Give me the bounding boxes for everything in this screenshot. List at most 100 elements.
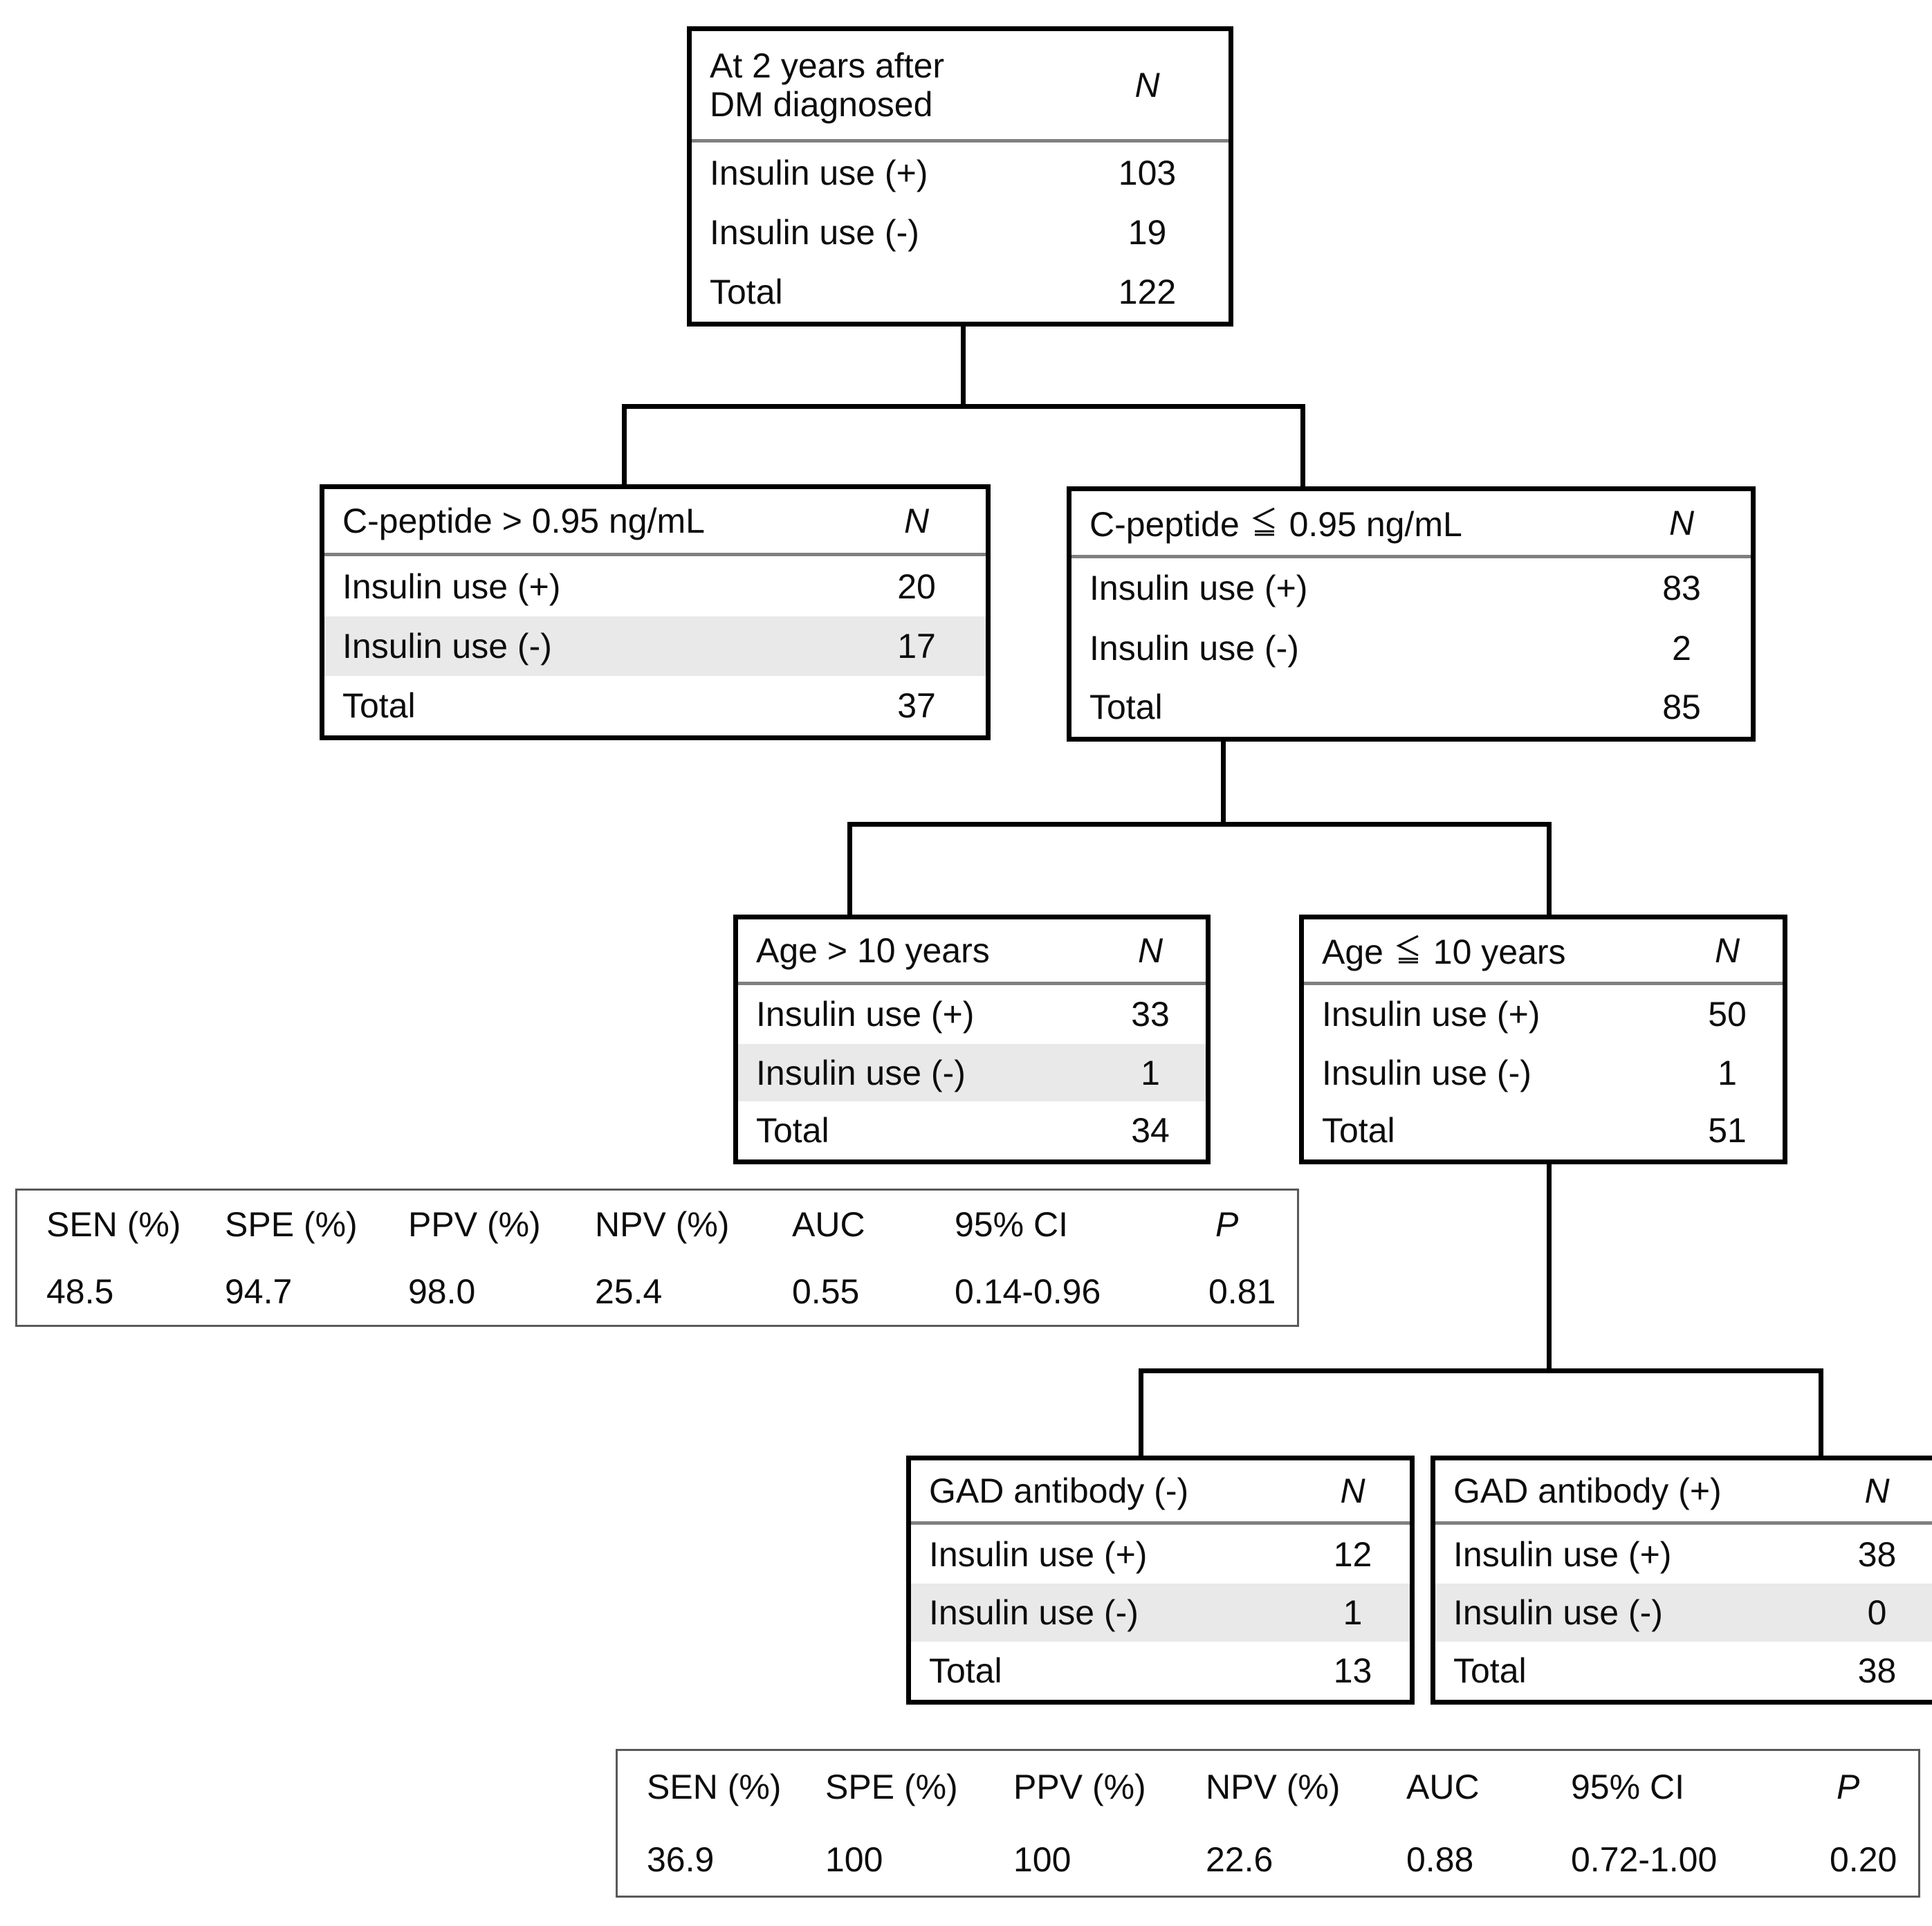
node-cpeptide-lessequal-n-header: N: [1612, 491, 1751, 558]
table-row: Age > 10 years N: [738, 919, 1206, 985]
table-row: Insulin use (+) 20: [324, 555, 986, 617]
node-cpeptide-lessequal[interactable]: C-peptide 0.95 ng/mL N Insulin use (+) 8…: [1067, 486, 1756, 742]
table-row: GAD antibody (-) N: [911, 1460, 1410, 1525]
stats-gad-value-spe: 100: [825, 1840, 883, 1879]
connector-level1-left-drop: [622, 404, 627, 486]
table-row: Insulin use (-) 0: [1435, 1584, 1932, 1642]
node-age-greater-row2-value: 34: [1131, 1111, 1170, 1150]
node-age-lessequal-title-pre: Age: [1322, 932, 1383, 971]
node-gad-negative-row2-label: Total: [929, 1651, 1002, 1691]
table-row: Insulin use (-) 17: [324, 616, 986, 677]
stats-cpeptide-header-spe: SPE (%): [225, 1204, 358, 1244]
node-cpeptide-lessequal-title-pre: C-peptide: [1089, 504, 1240, 544]
stats-cpeptide-header-ci: 95% CI: [955, 1204, 1068, 1244]
table-row: Insulin use (-) 2: [1071, 618, 1751, 678]
table-row: GAD antibody (+) N: [1435, 1460, 1932, 1525]
stats-gad-header-npv: NPV (%): [1206, 1768, 1341, 1807]
table-row: Age 10 years N: [1304, 919, 1783, 985]
table-row: Total 122: [692, 262, 1229, 322]
stats-table-cpeptide: SEN (%) SPE (%) PPV (%) NPV (%) AUC 95% …: [15, 1189, 1299, 1327]
node-age-greater-row1-label: Insulin use (-): [738, 1043, 1095, 1102]
node-age-greater-row2-label: Total: [756, 1111, 829, 1150]
table-row: Insulin use (+) 83: [1071, 557, 1751, 618]
node-root-title: At 2 years after DM diagnosed: [692, 31, 1066, 143]
table-row: Insulin use (-) 19: [692, 203, 1229, 262]
table-row: Insulin use (+) 12: [911, 1523, 1410, 1584]
node-gad-positive-row2-label: Total: [1453, 1651, 1527, 1691]
node-cpeptide-lessequal-row2-label: Total: [1089, 688, 1163, 727]
stats-gad-value-auc: 0.88: [1406, 1840, 1474, 1879]
node-root[interactable]: At 2 years after DM diagnosed N Insulin …: [687, 26, 1233, 327]
node-root-row2-value: 122: [1118, 273, 1177, 312]
node-root-title-line1: At 2 years after: [710, 46, 945, 85]
node-age-greater-row1-value: 1: [1095, 1043, 1206, 1102]
connector-level3-bar: [1139, 1368, 1823, 1373]
connector-root-stem: [961, 327, 966, 408]
node-age-greater[interactable]: Age > 10 years N Insulin use (+) 33 Insu…: [733, 915, 1211, 1164]
node-gad-negative-title: GAD antibody (-): [911, 1460, 1296, 1525]
node-age-lessequal-row1-label: Insulin use (-): [1322, 1053, 1531, 1092]
stats-cpeptide-value-ci: 0.14-0.96: [955, 1272, 1101, 1311]
stats-gad-header-auc: AUC: [1406, 1768, 1480, 1807]
node-cpeptide-lessequal-row1-value: 2: [1672, 628, 1691, 668]
stats-gad-header-sen: SEN (%): [647, 1768, 782, 1807]
node-cpeptide-greater-n-header: N: [847, 489, 986, 556]
table-row: Insulin use (-) 1: [738, 1043, 1206, 1102]
node-age-greater-n-header: N: [1095, 919, 1206, 985]
node-cpeptide-greater-row0-value: 20: [897, 567, 936, 606]
stats-cpeptide-value-auc: 0.55: [792, 1272, 860, 1311]
stats-cpeptide-header-ppv: PPV (%): [408, 1204, 541, 1244]
node-gad-positive[interactable]: GAD antibody (+) N Insulin use (+) 38 In…: [1430, 1456, 1932, 1705]
node-gad-positive-row1-label: Insulin use (-): [1435, 1584, 1820, 1642]
node-age-lessequal-row2-label: Total: [1322, 1111, 1395, 1150]
table-row: Total 51: [1304, 1101, 1783, 1159]
node-root-row1-label: Insulin use (-): [710, 213, 919, 253]
node-root-row0-label: Insulin use (+): [710, 153, 928, 192]
node-gad-positive-row0-label: Insulin use (+): [1453, 1534, 1672, 1574]
node-gad-negative[interactable]: GAD antibody (-) N Insulin use (+) 12 In…: [906, 1456, 1415, 1705]
node-cpeptide-lessequal-title-post: 0.95 ng/mL: [1289, 504, 1462, 544]
stats-gad-value-ppv: 100: [1013, 1840, 1071, 1879]
table-row: C-peptide > 0.95 ng/mL N: [324, 489, 986, 556]
node-age-greater-row0-value: 33: [1131, 995, 1170, 1034]
stats-cpeptide-value-ppv: 98.0: [408, 1272, 476, 1311]
node-root-title-line2: DM diagnosed: [710, 85, 933, 124]
connector-level2-right-drop: [1547, 822, 1552, 916]
less-than-or-equal-icon: [1249, 503, 1280, 536]
node-age-lessequal[interactable]: Age 10 years N Insulin use (+) 50: [1299, 915, 1787, 1164]
table-row: Total 37: [324, 676, 986, 735]
table-row: Insulin use (+) 103: [692, 141, 1229, 203]
stats-cpeptide-header-p: P: [1215, 1204, 1239, 1244]
table-row: Total 38: [1435, 1642, 1932, 1700]
stats-gad-value-sen: 36.9: [647, 1840, 715, 1879]
table-row: Insulin use (-) 1: [1304, 1044, 1783, 1102]
node-root-row1-value: 19: [1128, 213, 1167, 253]
node-age-lessequal-row0-label: Insulin use (+): [1322, 995, 1540, 1034]
stats-cpeptide-header-npv: NPV (%): [595, 1204, 730, 1244]
stats-gad-header-p: P: [1837, 1768, 1860, 1807]
table-row: 36.9 100 100 22.6 0.88 0.72-1.00 0.20: [618, 1824, 1918, 1896]
stats-cpeptide-value-p: 0.81: [1208, 1272, 1276, 1311]
stats-cpeptide-header-sen: SEN (%): [46, 1204, 181, 1244]
connector-level2-left-drop: [847, 822, 852, 916]
stats-gad-value-ci: 0.72-1.00: [1571, 1840, 1718, 1879]
connector-level3-left-drop: [1139, 1368, 1143, 1458]
stats-gad-header-ci: 95% CI: [1571, 1768, 1684, 1807]
connector-level3-right-drop: [1819, 1368, 1823, 1458]
node-age-lessequal-row1-value: 1: [1718, 1053, 1737, 1092]
node-gad-negative-row2-value: 13: [1333, 1651, 1372, 1691]
node-age-lessequal-row0-value: 50: [1708, 995, 1747, 1034]
connector-level1-bar: [622, 404, 1305, 409]
node-age-lessequal-row2-value: 51: [1708, 1111, 1747, 1150]
node-gad-positive-n-header: N: [1820, 1460, 1932, 1525]
node-age-greater-row0-label: Insulin use (+): [756, 995, 975, 1034]
node-cpeptide-lessequal-row0-label: Insulin use (+): [1089, 569, 1308, 608]
node-cpeptide-greater[interactable]: C-peptide > 0.95 ng/mL N Insulin use (+)…: [320, 484, 991, 740]
table-row: Total 85: [1071, 677, 1751, 737]
node-cpeptide-greater-row1-value: 17: [847, 616, 986, 677]
node-cpeptide-lessequal-row1-label: Insulin use (-): [1089, 628, 1299, 668]
node-cpeptide-lessequal-row0-value: 83: [1662, 569, 1701, 608]
node-age-greater-title: Age > 10 years: [738, 919, 1095, 985]
table-row: Total 13: [911, 1642, 1410, 1700]
